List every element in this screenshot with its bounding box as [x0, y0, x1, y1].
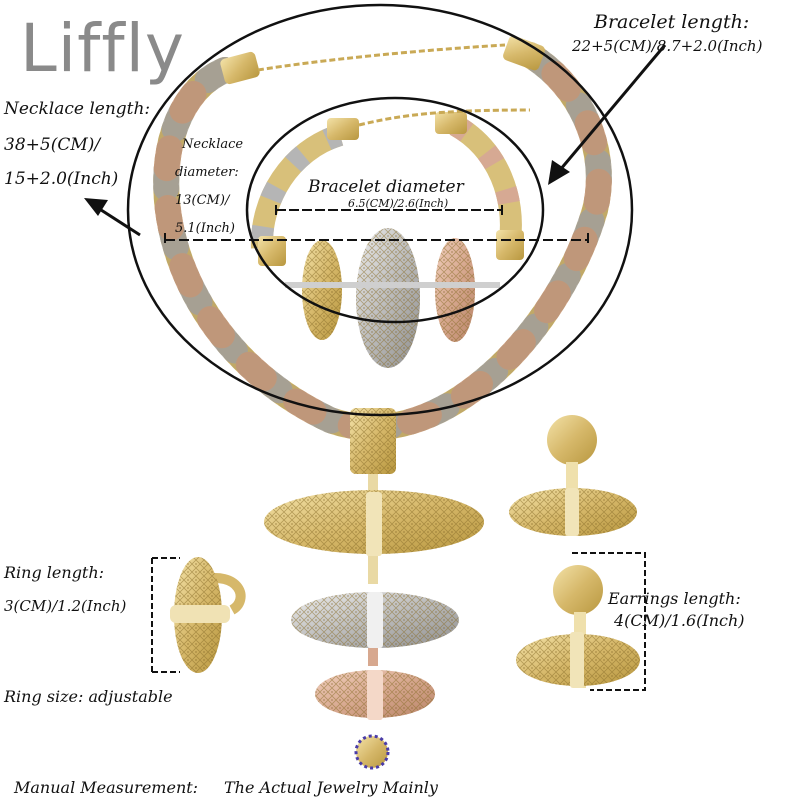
bracelet-rope [250, 115, 522, 249]
ring-length-title: Ring length: [4, 563, 105, 582]
earring-stud-bottom [553, 565, 603, 615]
necklace-length-value-1: 38+5(CM)/ [4, 135, 101, 155]
necklace-length-value-2: 15+2.0(Inch) [4, 169, 119, 189]
bracelet-length-title: Bracelet length: [594, 11, 750, 33]
necklace-length-title: Necklace length: [4, 99, 151, 119]
footer-note: The Actual Jewelry Mainly [224, 778, 438, 797]
pendant-ball [356, 736, 388, 768]
necklace-diameter-line-2: diameter: [175, 165, 239, 180]
necklace-end-cap-right [503, 35, 545, 71]
bracelet-outline-circle [245, 96, 545, 324]
bracelet-diameter-value: 6.5(CM)/2.6(Inch) [348, 197, 449, 210]
necklace-outline-circle [126, 3, 634, 417]
bracelet-tube-left [258, 236, 286, 266]
bracelet-tube-right [496, 230, 524, 260]
bracelet-diameter-line [275, 205, 503, 216]
necklace-end-cap-left [220, 51, 260, 85]
bracelet-length-arrow [548, 44, 667, 185]
ring-length-bracket [151, 557, 180, 673]
necklace-chain [257, 43, 506, 72]
necklace-length-arrow [84, 198, 141, 237]
necklace-diameter-line-3: 13(CM)/ [175, 193, 230, 208]
necklace-rope [153, 42, 612, 441]
bracelet-length-value: 22+5(CM)/8.7+2.0(Inch) [572, 37, 763, 55]
bracelet-end-cap-right [435, 112, 467, 134]
bracelet-end-cap-left [327, 118, 359, 140]
brand-logo: Liffly [20, 10, 185, 87]
footer-label: Manual Measurement: [14, 778, 199, 797]
ring-length-value: 3(CM)/1.2(Inch) [4, 597, 127, 615]
necklace-diameter-line-4: 5.1(Inch) [175, 221, 235, 236]
necklace-diameter-line-1: Necklace [182, 137, 244, 152]
earrings-length-bracket [572, 552, 646, 691]
earrings-length-value: 4(CM)/1.6(Inch) [614, 611, 745, 630]
ring-size: Ring size: adjustable [4, 687, 173, 706]
bracelet-diameter-title: Bracelet diameter [308, 177, 464, 197]
necklace-diameter-line [164, 233, 589, 245]
earring-stud-top [547, 415, 597, 465]
bracelet-chain [358, 108, 531, 127]
earrings-length-title: Earrings length: [608, 589, 741, 608]
